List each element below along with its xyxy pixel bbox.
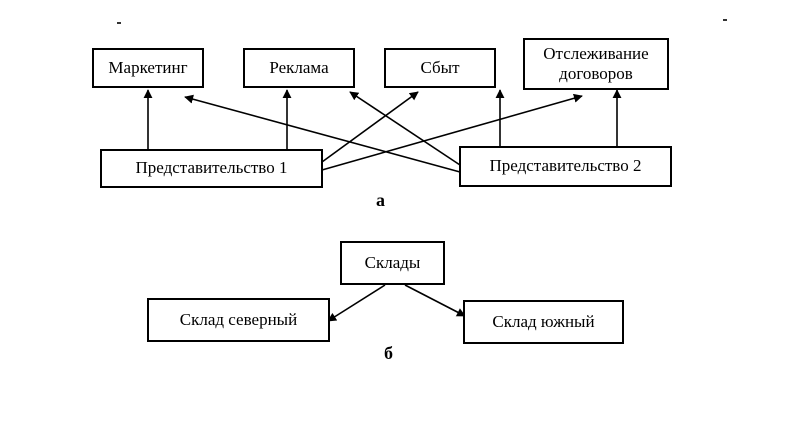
scan-speck	[723, 19, 727, 21]
arrow-office1-sales	[321, 91, 419, 163]
caption-b: б	[384, 343, 393, 363]
node-warehouse-north: Склад северный	[147, 298, 330, 342]
arrow-warehouses-south	[404, 284, 466, 317]
scan-speck	[117, 22, 121, 24]
node-sales: Сбыт	[384, 48, 496, 88]
node-contracts: Отслеживание договоров	[523, 38, 669, 90]
arrow-office2-marketing	[184, 94, 461, 173]
node-warehouses: Склады	[340, 241, 445, 285]
arrow-office1-contracts	[321, 93, 583, 171]
node-office1: Представительство 1	[100, 149, 323, 188]
node-marketing: Маркетинг	[92, 48, 204, 88]
caption-a: а	[376, 190, 385, 210]
node-office2: Представительство 2	[459, 146, 672, 187]
arrow-warehouses-north	[327, 284, 386, 322]
node-advertising: Реклама	[243, 48, 355, 88]
arrow-office2-advertising	[349, 91, 461, 166]
node-warehouse-south: Склад южный	[463, 300, 624, 344]
